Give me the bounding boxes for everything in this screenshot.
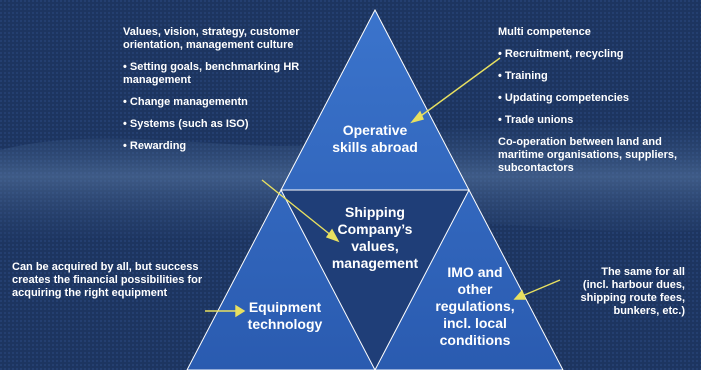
left-item-goals: • Setting goals, benchmarking HR managem… (123, 61, 300, 86)
center-triangle-label: Shipping Company’s values, management (315, 204, 435, 272)
left-item-systems: • Systems (such as ISO) (123, 118, 249, 130)
center-line3: values, (351, 238, 399, 254)
right-tri-line1: IMO and (447, 264, 503, 280)
arrowhead-top-right (410, 110, 424, 124)
center-line4: management (331, 255, 419, 271)
bottom-left-note: Can be acquired by all, but success crea… (12, 261, 203, 299)
center-line1: Shipping (345, 204, 405, 220)
bottom-right-note: The same for all (incl. harbour dues, sh… (580, 266, 685, 317)
left-tri-line2: technology (247, 316, 323, 332)
left-triangle-label: Equipment technology (225, 299, 345, 333)
right-tri-line2: other (457, 281, 493, 297)
left-tri-line1: Equipment (248, 299, 322, 315)
right-tri-line4: incl. local (443, 315, 507, 331)
arrowhead-bottom-left (235, 304, 246, 318)
arrow-left-center (261, 179, 333, 237)
right-item-updating: • Updating competencies (498, 92, 629, 104)
left-item-change: • Change managementn (123, 96, 248, 108)
right-panel: Multi competence • Recruitment, recyclin… (498, 26, 700, 184)
top-label-line2: skills abroad (332, 139, 418, 155)
right-tri-line3: regulations, (435, 298, 515, 314)
left-item-rewarding: • Rewarding (123, 140, 187, 152)
left-panel: Values, vision, strategy, customer orien… (123, 26, 323, 162)
right-item-training: • Training (498, 70, 548, 82)
arrow-top-right (417, 57, 501, 119)
right-triangle-label: IMO and other regulations, incl. local c… (415, 264, 535, 349)
top-label-line1: Operative (342, 122, 408, 138)
top-triangle-label: Operative skills abroad (300, 122, 450, 156)
arrowhead-left-center (325, 228, 340, 243)
arrow-bottom-right (521, 279, 561, 297)
right-tri-line5: conditions (439, 332, 511, 348)
right-panel-footer: Co-operation between land and maritime o… (498, 136, 678, 174)
right-item-recruitment: • Recruitment, recycling (498, 48, 624, 60)
right-item-unions: • Trade unions (498, 114, 574, 126)
center-line2: Company’s (337, 221, 413, 237)
right-panel-heading: Multi competence (498, 26, 591, 38)
arrowhead-bottom-right (513, 289, 527, 300)
left-panel-heading: Values, vision, strategy, customer orien… (123, 26, 300, 51)
